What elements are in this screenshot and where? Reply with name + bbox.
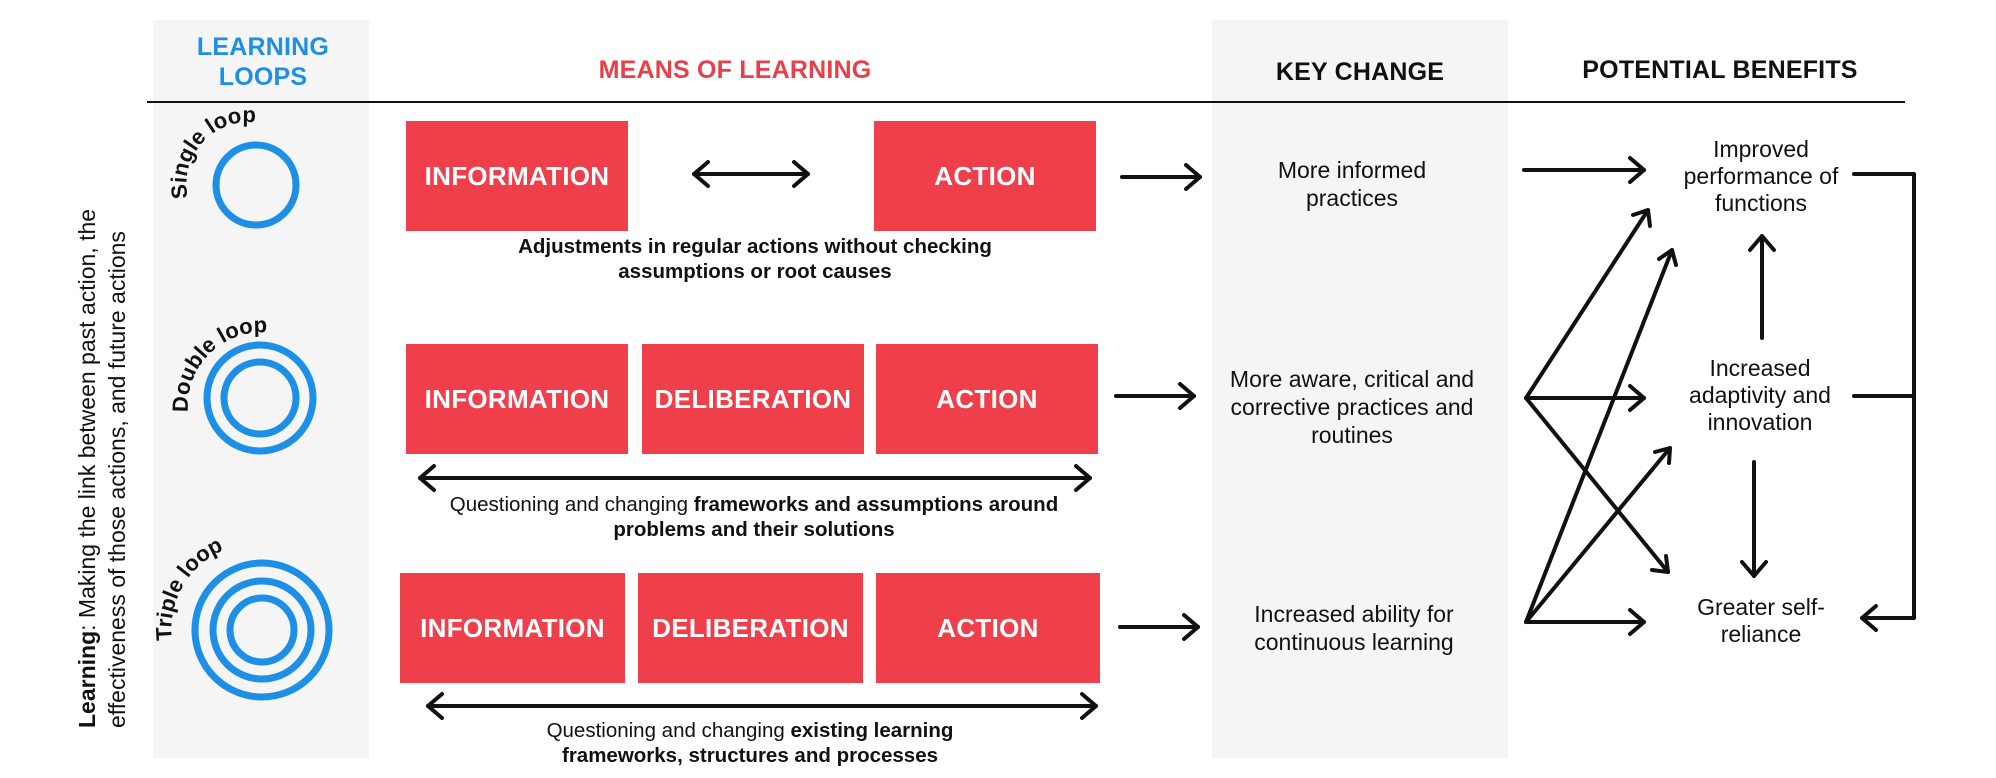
arrow-icon	[1120, 163, 1202, 191]
double-loop-caption: Questioning and changing frameworks and …	[408, 492, 1100, 542]
triple-loop-caption-plain: Questioning and changing	[546, 719, 791, 742]
single-loop-caption: Adjustments in regular actions without c…	[470, 234, 1040, 284]
double-loop-caption-plain: Questioning and changing	[449, 493, 694, 516]
key-change-column-panel	[1212, 20, 1508, 758]
arrow-icon	[1748, 234, 1776, 340]
double-loop-deliberation-box: DELIBERATION	[642, 344, 864, 454]
triple-loop-deliberation-box: DELIBERATION	[638, 573, 863, 683]
single-loop-action-box: ACTION	[874, 121, 1096, 231]
arrow-icon	[1118, 613, 1200, 641]
triple-loop-information-box: INFORMATION	[400, 573, 625, 683]
arrow-icon	[1524, 384, 1646, 412]
triple-loop-action-box: ACTION	[876, 573, 1100, 683]
arrow-icon	[1522, 156, 1646, 184]
double-loop-information-box: INFORMATION	[406, 344, 628, 454]
header-means-of-learning: MEANS OF LEARNING	[598, 56, 872, 84]
arrow-icon	[1852, 172, 1916, 632]
arrow-icon	[1740, 460, 1768, 578]
single-ring-icon	[212, 141, 300, 229]
arrow-icon	[692, 160, 810, 188]
key-change-double: More aware, critical and corrective prac…	[1229, 366, 1475, 448]
single-loop-caption-bold: Adjustments in regular actions without c…	[518, 235, 992, 283]
benefit-self-reliance: Greater self-reliance	[1697, 594, 1825, 647]
arrow-icon	[1524, 208, 1652, 400]
arrow-icon	[1524, 396, 1670, 574]
arrow-icon	[1524, 248, 1678, 624]
arrow-icon	[426, 692, 1098, 720]
header-learning-loops: LEARNING LOOPS	[196, 33, 330, 91]
triple-loop-caption: Questioning and changing existing learni…	[500, 718, 1000, 768]
arrow-icon	[1524, 446, 1672, 624]
arrow-icon	[418, 464, 1092, 492]
arrow-icon	[1114, 382, 1196, 410]
arrow-icon	[1524, 608, 1646, 636]
header-potential-benefits: POTENTIAL BENEFITS	[1582, 56, 1858, 84]
triple-loop-caption-bold: existing learning frameworks, structures…	[562, 719, 954, 767]
triple-ring-icon	[191, 559, 333, 701]
double-loop-action-box: ACTION	[876, 344, 1098, 454]
key-change-single: More informed practices	[1277, 157, 1427, 211]
header-key-change: KEY CHANGE	[1275, 58, 1445, 86]
loop-name-single: Single loop	[166, 102, 256, 200]
benefit-adaptivity: Increased adaptivity and innovation	[1689, 355, 1831, 435]
double-ring-icon	[203, 341, 317, 455]
key-change-triple: Increased ability for continuous learnin…	[1254, 601, 1454, 655]
single-loop-information-box: INFORMATION	[406, 121, 628, 231]
arrow-icons	[418, 156, 1916, 720]
benefit-performance: Improved performance of functions	[1683, 136, 1839, 216]
double-loop-caption-bold: frameworks and assumptions around proble…	[613, 493, 1059, 541]
header-rule	[147, 101, 1905, 103]
